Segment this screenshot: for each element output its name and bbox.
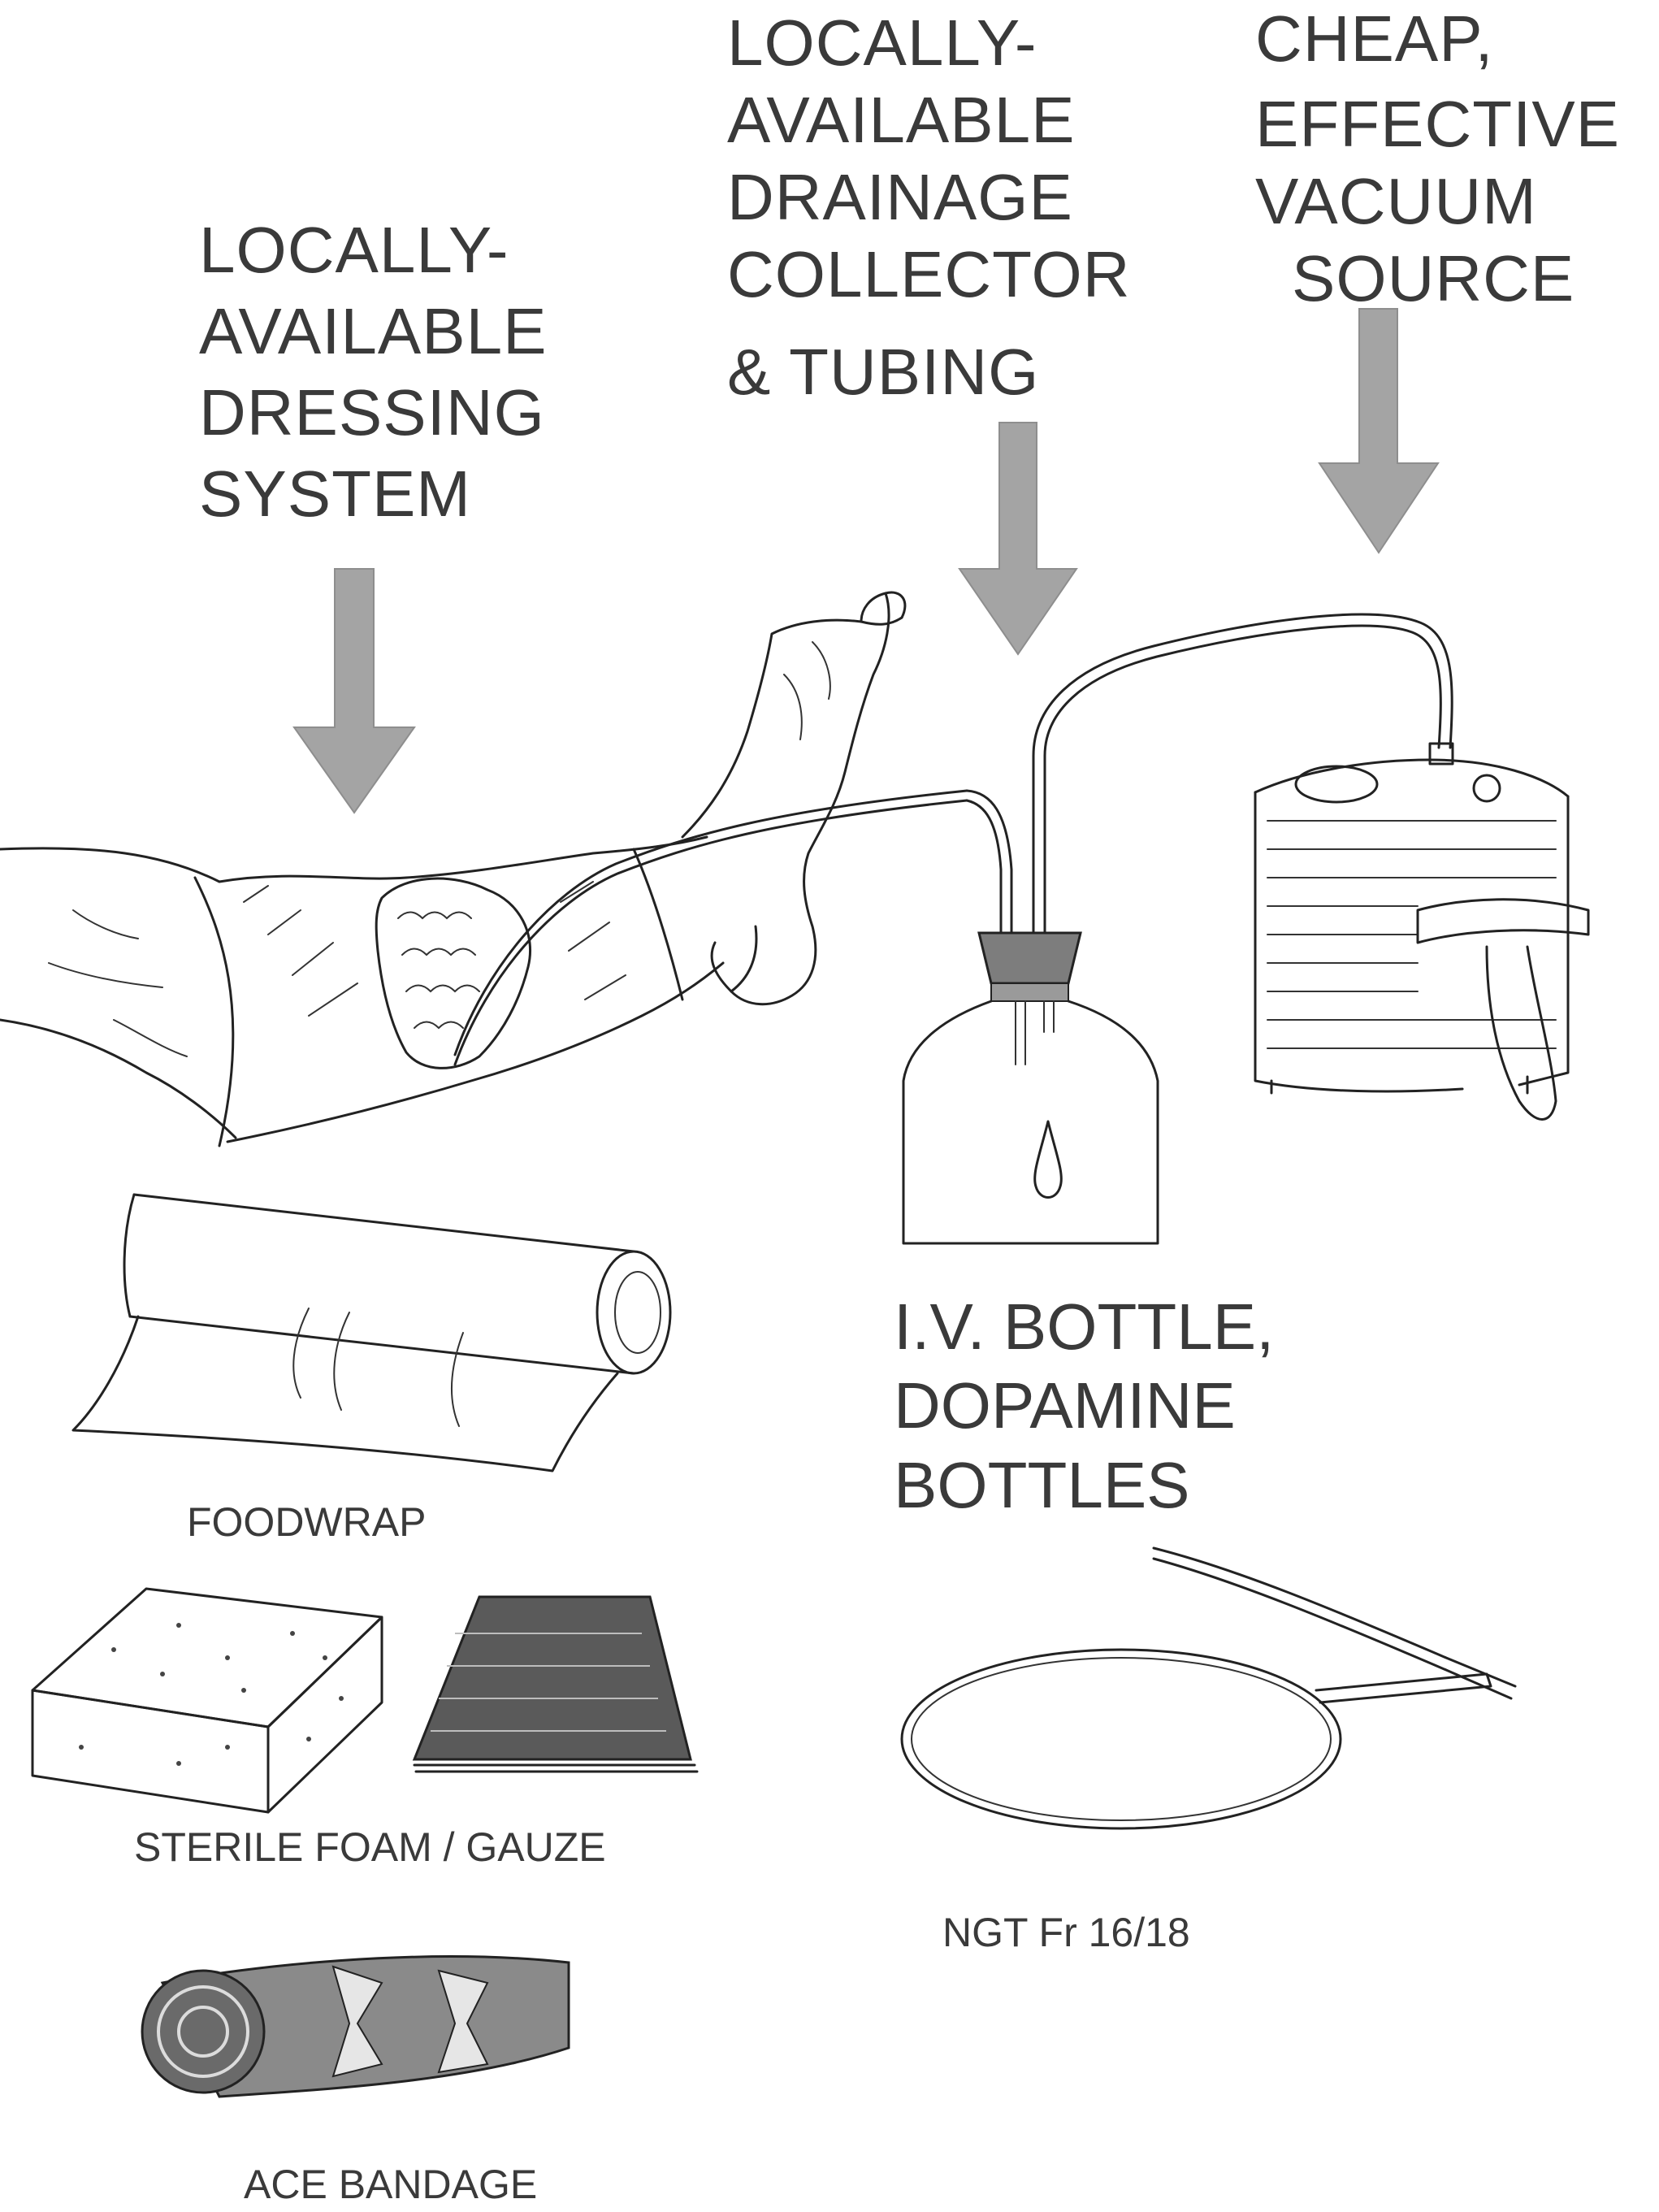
- bottles-label-line: BOTTLES: [894, 1449, 1190, 1521]
- drainage-heading-line: AVAILABLE: [727, 84, 1076, 156]
- foodwrap-caption: FOODWRAP: [187, 1499, 426, 1545]
- foam-block: [31, 1587, 383, 1814]
- drainage-tubing: [453, 789, 1013, 1066]
- vacuum-heading-line: CHEAP,: [1255, 2, 1494, 75]
- bottle-stopper: [977, 931, 1082, 985]
- ngt-caption: NGT Fr 16/18: [942, 1910, 1190, 1955]
- down-arrow-icon: [292, 568, 416, 814]
- drainage-heading-line: & TUBING: [727, 336, 1039, 408]
- drainage-heading-line: DRAINAGE: [727, 161, 1073, 233]
- dressing-heading-line: LOCALLY-: [199, 214, 509, 286]
- down-arrow-icon: [958, 422, 1078, 656]
- vacuum-heading: CHEAP, EFFECTIVE VACUUM SOURCE: [1255, 2, 1639, 314]
- vacuum-heading-line: VACUUM: [1255, 165, 1537, 237]
- dressing-heading-line: AVAILABLE: [199, 295, 548, 367]
- dressing-heading-line: SYSTEM: [199, 458, 471, 530]
- droplet-icon: [1033, 1120, 1063, 1199]
- drainage-heading: LOCALLY- AVAILABLE DRAINAGE COLLECTOR & …: [727, 7, 1150, 408]
- gauze-stack: [412, 1595, 699, 1773]
- foam-gauze-caption: STERILE FOAM / GAUZE: [134, 1824, 606, 1870]
- dressing-heading: LOCALLY- AVAILABLE DRESSING SYSTEM: [199, 214, 566, 530]
- dressing-heading-line: DRESSING: [199, 376, 545, 449]
- iv-bottle: [902, 931, 1159, 1245]
- down-arrow-icon: [1318, 308, 1440, 554]
- foodwrap-roll: [71, 1193, 672, 1472]
- leg-illustration: [0, 591, 907, 1147]
- bottles-label-line: DOPAMINE: [894, 1369, 1236, 1442]
- bottles-label-line: I.V. BOTTLE,: [894, 1290, 1274, 1363]
- drainage-heading-line: COLLECTOR: [727, 238, 1131, 310]
- ngt-tube: [900, 1546, 1517, 1830]
- ace-caption: ACE BANDAGE: [244, 2162, 537, 2207]
- foam-pad: [375, 877, 532, 1069]
- vacuum-tubing: [1032, 613, 1453, 952]
- ace-bandage: [141, 1955, 570, 2098]
- vacuum-heading-line: SOURCE: [1292, 242, 1575, 314]
- bottles-label: I.V. BOTTLE, DOPAMINE BOTTLES: [894, 1290, 1293, 1521]
- drainage-heading-line: LOCALLY-: [727, 7, 1037, 79]
- vacuum-heading-line: EFFECTIVE: [1255, 88, 1620, 160]
- vacuum-device: [1254, 742, 1590, 1121]
